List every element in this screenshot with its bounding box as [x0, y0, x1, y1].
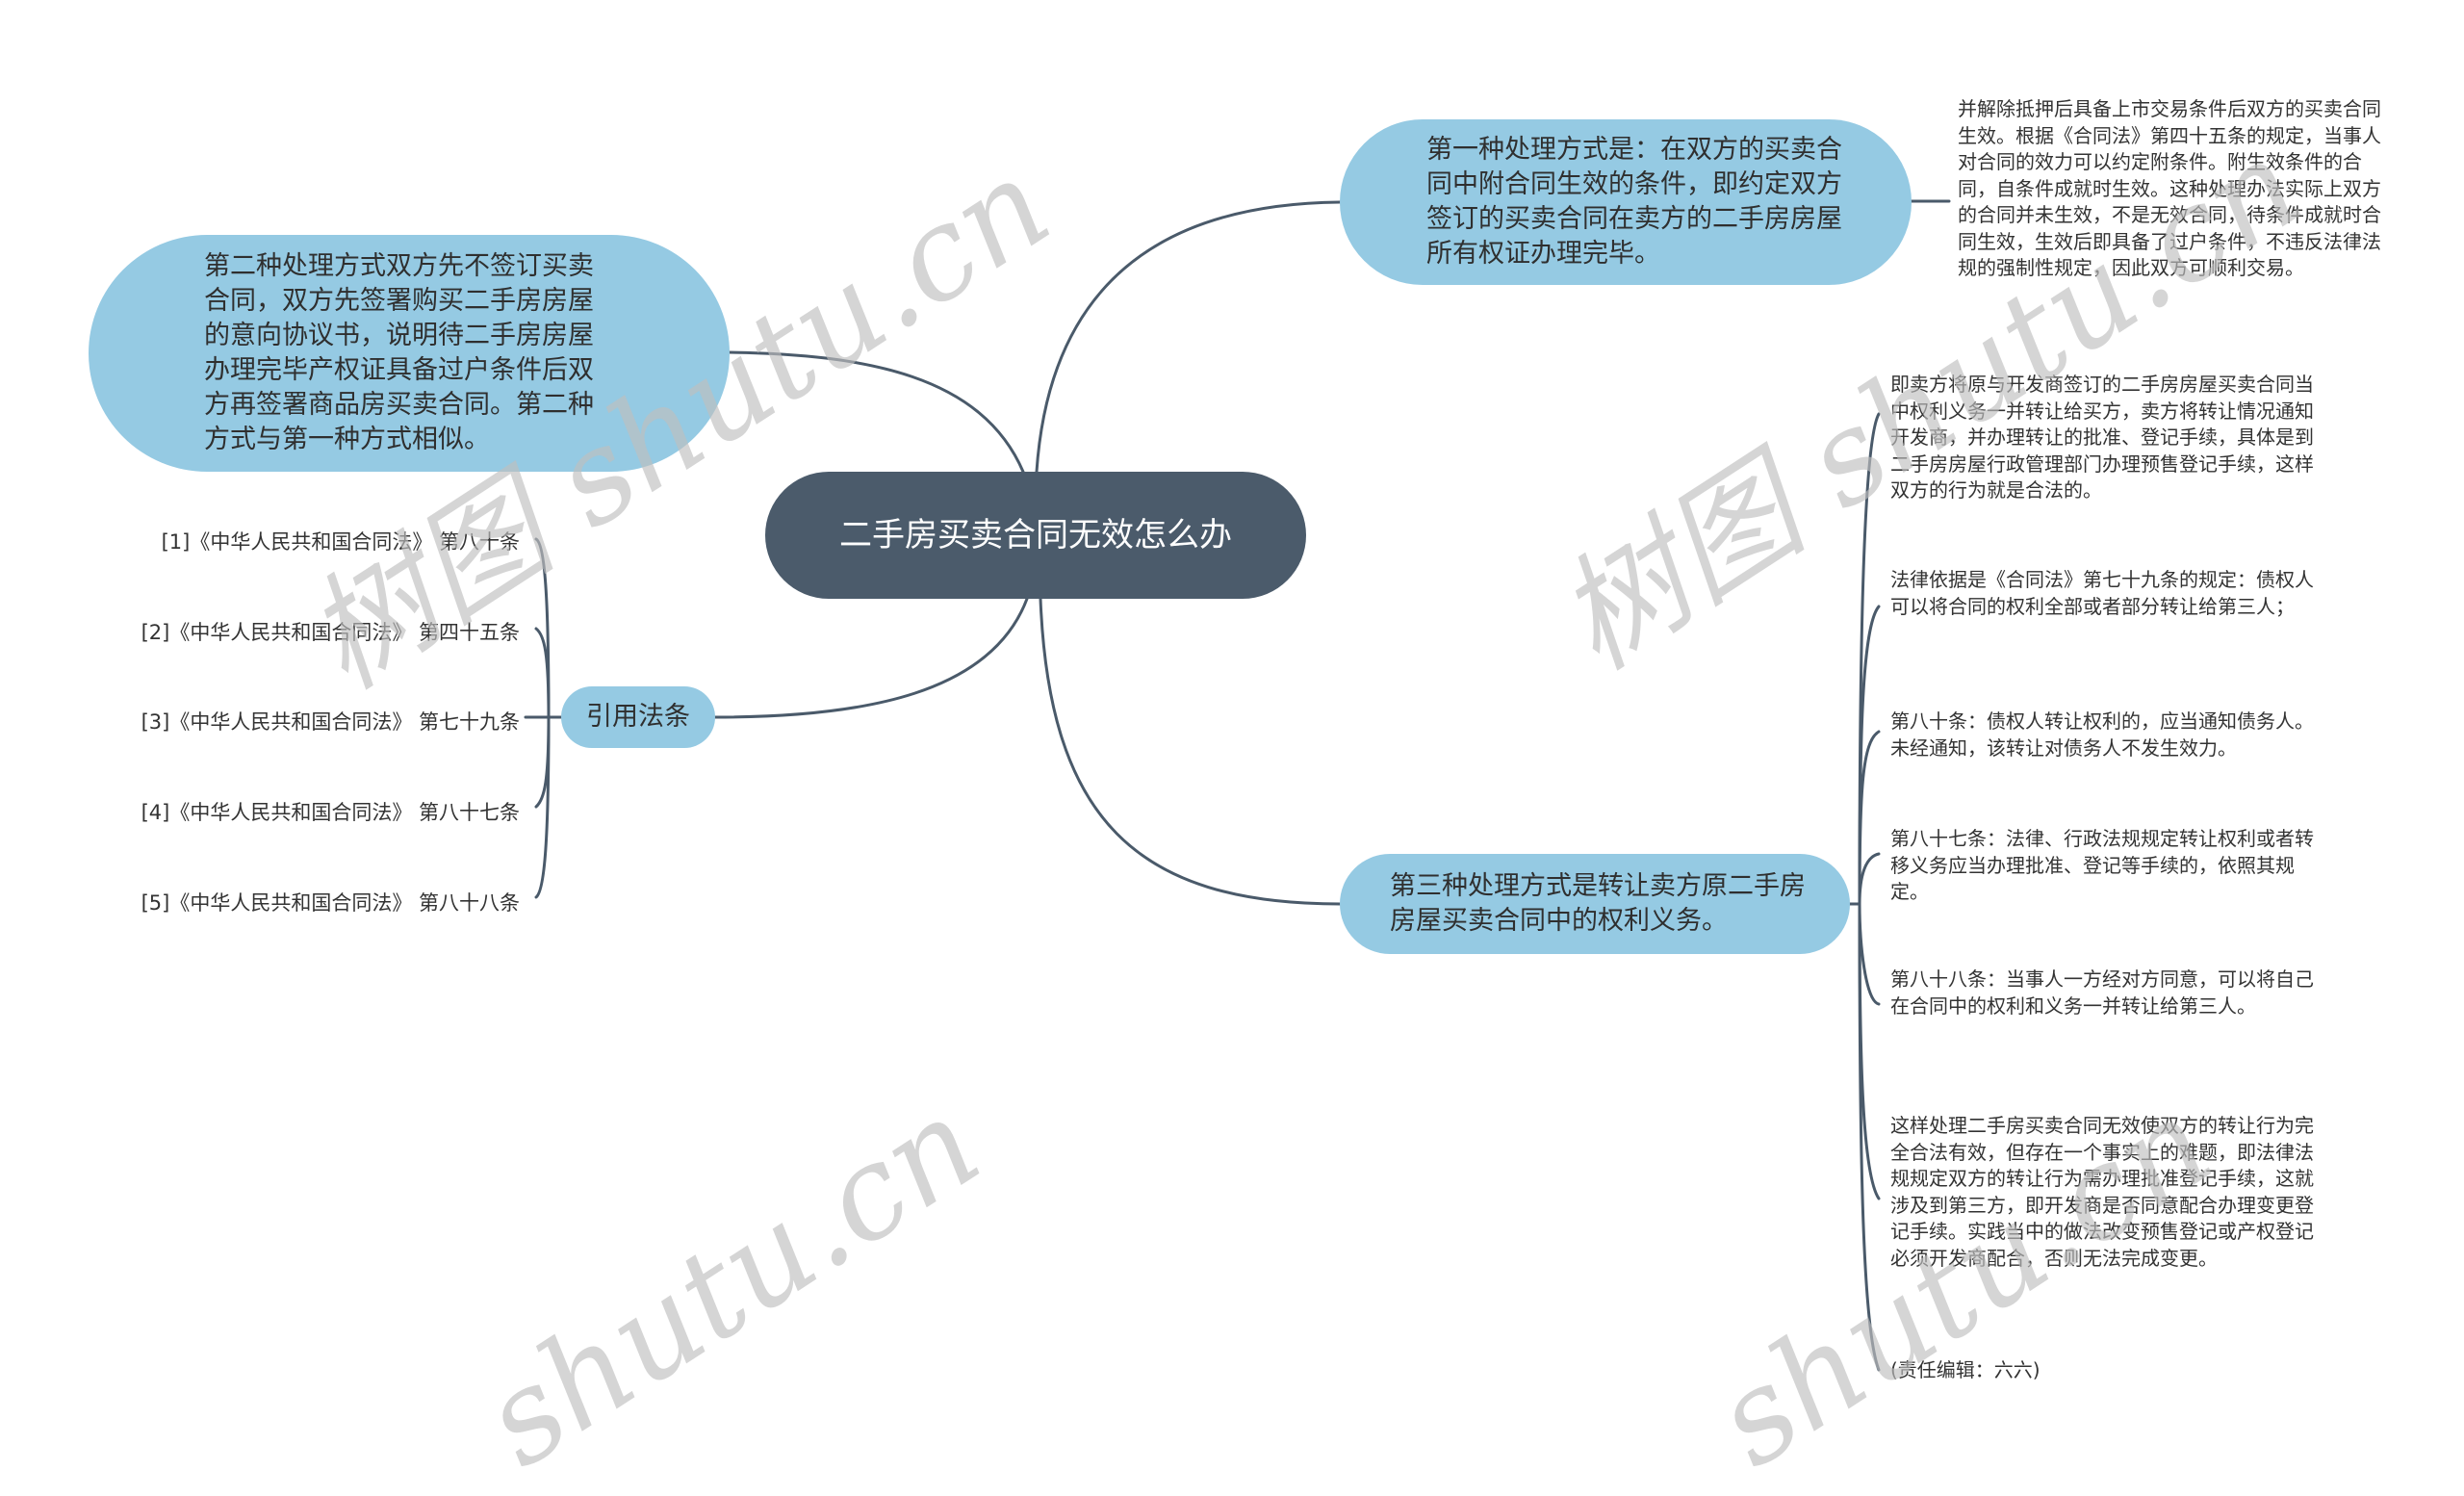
third-detail-article-87[interactable]: 第八十七条：法律、行政法规规定转让权利或者转移义务应当办理批准、登记等手续的，依…	[1890, 827, 2314, 903]
topic-second-method-label: 第二种处理方式双方先不签订买卖合同，双方先签署购买二手房房屋的意向协议书，说明待…	[204, 251, 594, 454]
citation-item-4[interactable]: [4]《中华人民共和国合同法》 第八十七条	[141, 801, 520, 824]
link-root-citations	[713, 597, 1029, 719]
third-detail-transfer[interactable]: 即卖方将原与开发商签订的二手房房屋买卖合同当中权利义务一并转让给买方，卖方将转让…	[1890, 373, 2314, 502]
topic-citations[interactable]: 引用法条	[561, 686, 715, 748]
topic-second-method[interactable]: 第二种处理方式双方先不签订买卖合同，双方先签署购买二手房房屋的意向协议书，说明待…	[89, 235, 730, 472]
third-detail-summary[interactable]: 这样处理二手房买卖合同无效使双方的转让行为完全合法有效，但存在一个事实上的难题，…	[1890, 1114, 2314, 1270]
third-detail-article-79[interactable]: 法律依据是《合同法》第七十九条的规定：债权人可以将合同的权利全部或者部分转让给第…	[1890, 568, 2314, 618]
topic-first-method[interactable]: 第一种处理方式是：在双方的买卖合同中附合同生效的条件，即约定双方签订的买卖合同在…	[1340, 119, 1912, 285]
root-topic[interactable]: 二手房买卖合同无效怎么办	[765, 472, 1306, 599]
third-detail-article-88[interactable]: 第八十八条：当事人一方经对方同意，可以将自己在合同中的权利和义务一并转让给第三人…	[1890, 967, 2314, 1018]
citation-item-1[interactable]: [1]《中华人民共和国合同法》 第八十条	[161, 530, 520, 554]
topic-citations-label: 引用法条	[586, 702, 690, 732]
citation-item-2[interactable]: [2]《中华人民共和国合同法》 第四十五条	[141, 621, 520, 644]
topic-third-method[interactable]: 第三种处理方式是转让卖方原二手房房屋买卖合同中的权利义务。	[1340, 854, 1850, 954]
citation-item-3[interactable]: [3]《中华人民共和国合同法》 第七十九条	[141, 710, 520, 734]
link-root-second	[727, 350, 1025, 474]
link-root-third	[1039, 597, 1342, 906]
topic-third-method-label: 第三种处理方式是转让卖方原二手房房屋买卖合同中的权利义务。	[1390, 871, 1806, 936]
third-detail-article-80[interactable]: 第八十条：债权人转让权利的，应当通知债务人。未经通知，该转让对债务人不发生效力。	[1890, 709, 2314, 760]
root-topic-label: 二手房买卖合同无效怎么办	[839, 516, 1232, 555]
first-method-detail[interactable]: 并解除抵押后具备上市交易条件后双方的买卖合同生效。根据《合同法》第四十五条的规定…	[1958, 97, 2381, 279]
citation-item-5[interactable]: [5]《中华人民共和国合同法》 第八十八条	[141, 891, 520, 915]
link-root-first	[1035, 200, 1342, 474]
topic-first-method-label: 第一种处理方式是：在双方的买卖合同中附合同生效的条件，即约定双方签订的买卖合同在…	[1426, 135, 1842, 269]
third-detail-editor[interactable]: (责任编辑：六六)	[1890, 1358, 2040, 1381]
